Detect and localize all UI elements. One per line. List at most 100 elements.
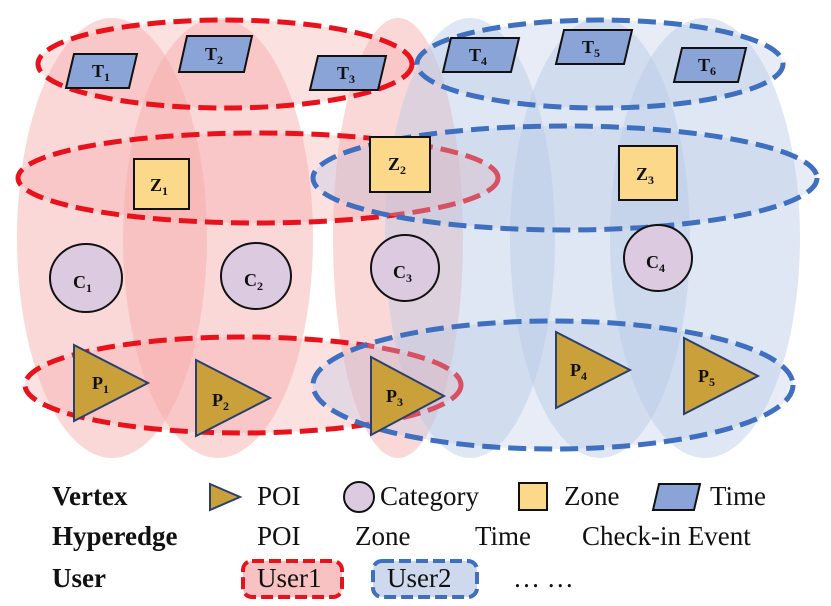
node-letter: Z — [150, 175, 162, 195]
node-letter: Z — [636, 164, 648, 184]
node-subscript: 1 — [162, 184, 168, 198]
node-subscript: 5 — [594, 46, 600, 60]
svg-text:P4: P4 — [570, 360, 587, 383]
node-letter: Z — [388, 154, 400, 174]
node-subscript: 2 — [217, 53, 223, 67]
legend-hyperedge-checkin: Check-in Event — [582, 521, 751, 551]
node-letter: T — [469, 45, 481, 65]
category-vertex-C2: C2 — [220, 242, 292, 310]
node-subscript: 4 — [581, 369, 587, 383]
time-parallelogram-icon — [308, 55, 388, 91]
svg-text:C2: C2 — [244, 270, 263, 293]
zone-hyperedge-user2 — [310, 123, 820, 233]
category-vertex-C1: C1 — [49, 243, 123, 313]
poi-vertex-P1: P1 — [73, 343, 151, 423]
node-letter: C — [244, 270, 257, 290]
node-letter: T — [205, 44, 217, 64]
poi-triangle-icon — [683, 336, 761, 416]
category-vertex-C4: C4 — [623, 224, 693, 292]
checkin-hyperedge-red-2 — [123, 18, 313, 458]
node-letter: C — [393, 262, 406, 282]
svg-text:Z3: Z3 — [636, 164, 654, 187]
time-parallelogram-icon — [554, 29, 634, 65]
time-parallelogram-icon — [672, 47, 748, 83]
svg-text:Z1: Z1 — [150, 175, 168, 198]
legend: Vertex POI Category Zone Time Hyperedge … — [52, 481, 766, 599]
zone-vertex-Z1: Z1 — [133, 158, 190, 210]
svg-text:Z2: Z2 — [388, 154, 406, 177]
checkin-hyperedge-red-1 — [17, 18, 207, 458]
poi-triangle-icon — [195, 358, 273, 438]
legend-vertex-category: Category — [380, 481, 479, 511]
node-subscript: 4 — [481, 54, 487, 68]
legend-vertex-time: Time — [710, 481, 766, 511]
node-subscript: 2 — [223, 399, 229, 413]
time-vertex-T2: T2 — [177, 35, 254, 73]
node-letter: P — [212, 390, 223, 410]
svg-text:C4: C4 — [646, 252, 665, 275]
legend-user2: User2 — [387, 563, 451, 593]
zone-square-icon — [518, 482, 548, 511]
time-vertex-T3: T3 — [308, 55, 388, 91]
node-letter: C — [646, 252, 659, 272]
poi-triangle-icon — [73, 343, 151, 423]
time-parallelogram-icon — [651, 483, 702, 511]
user2-swatch — [371, 559, 479, 599]
time-vertex-T5: T5 — [554, 29, 634, 65]
node-letter: P — [698, 366, 709, 386]
category-circle-icon — [370, 234, 440, 302]
node-subscript: 6 — [710, 64, 716, 78]
node-subscript: 1 — [104, 70, 110, 84]
user1-swatch — [241, 559, 344, 599]
zone-vertex-Z2: Z2 — [369, 136, 431, 193]
svg-text:P3: P3 — [386, 386, 403, 409]
svg-text:C1: C1 — [73, 272, 92, 295]
node-letter: T — [92, 61, 104, 81]
node-subscript: 1 — [103, 382, 109, 396]
svg-text:T4: T4 — [469, 45, 487, 68]
node-letter: T — [337, 63, 349, 83]
zone-square-icon — [133, 158, 190, 210]
node-subscript: 3 — [349, 72, 355, 86]
time-vertex-T1: T1 — [64, 53, 139, 89]
node-letter: T — [582, 37, 594, 57]
node-subscript: 3 — [648, 173, 654, 187]
category-vertex-C3: C3 — [370, 234, 440, 302]
legend-vertex-zone: Zone — [564, 481, 619, 511]
svg-text:T3: T3 — [337, 63, 355, 86]
node-letter: C — [73, 272, 86, 292]
svg-text:P2: P2 — [212, 390, 229, 413]
zone-square-icon — [369, 136, 431, 193]
time-parallelogram-icon — [64, 53, 139, 89]
poi-vertex-P2: P2 — [195, 358, 273, 438]
node-subscript: 5 — [709, 375, 715, 389]
legend-hyperedge-time: Time — [475, 521, 531, 551]
node-subscript: 4 — [659, 261, 665, 275]
poi-vertex-P5: P5 — [683, 336, 761, 416]
node-subscript: 2 — [257, 279, 263, 293]
node-letter: P — [92, 373, 103, 393]
category-circle-icon — [343, 481, 375, 513]
legend-user-heading: User — [52, 563, 106, 593]
svg-text:T5: T5 — [582, 37, 600, 60]
category-circle-icon — [623, 224, 693, 292]
node-subscript: 1 — [86, 281, 92, 295]
time-parallelogram-icon — [177, 35, 254, 73]
legend-vertex-poi: POI — [257, 481, 301, 511]
legend-user-more: … … — [513, 563, 574, 593]
poi-triangle-icon — [209, 482, 243, 512]
legend-user1: User1 — [257, 563, 321, 593]
node-subscript: 2 — [400, 163, 406, 177]
node-letter: P — [386, 386, 397, 406]
poi-triangle-icon — [555, 330, 633, 410]
poi-hyperedge-user2 — [310, 318, 796, 452]
legend-hyperedge-zone: Zone — [355, 521, 410, 551]
poi-vertex-P3: P3 — [370, 355, 447, 437]
node-letter: T — [698, 55, 710, 75]
zone-vertex-Z3: Z3 — [618, 145, 678, 201]
svg-text:P5: P5 — [698, 366, 715, 389]
node-subscript: 3 — [397, 395, 403, 409]
legend-hyperedge-poi: POI — [257, 521, 301, 551]
svg-text:T6: T6 — [698, 55, 716, 78]
